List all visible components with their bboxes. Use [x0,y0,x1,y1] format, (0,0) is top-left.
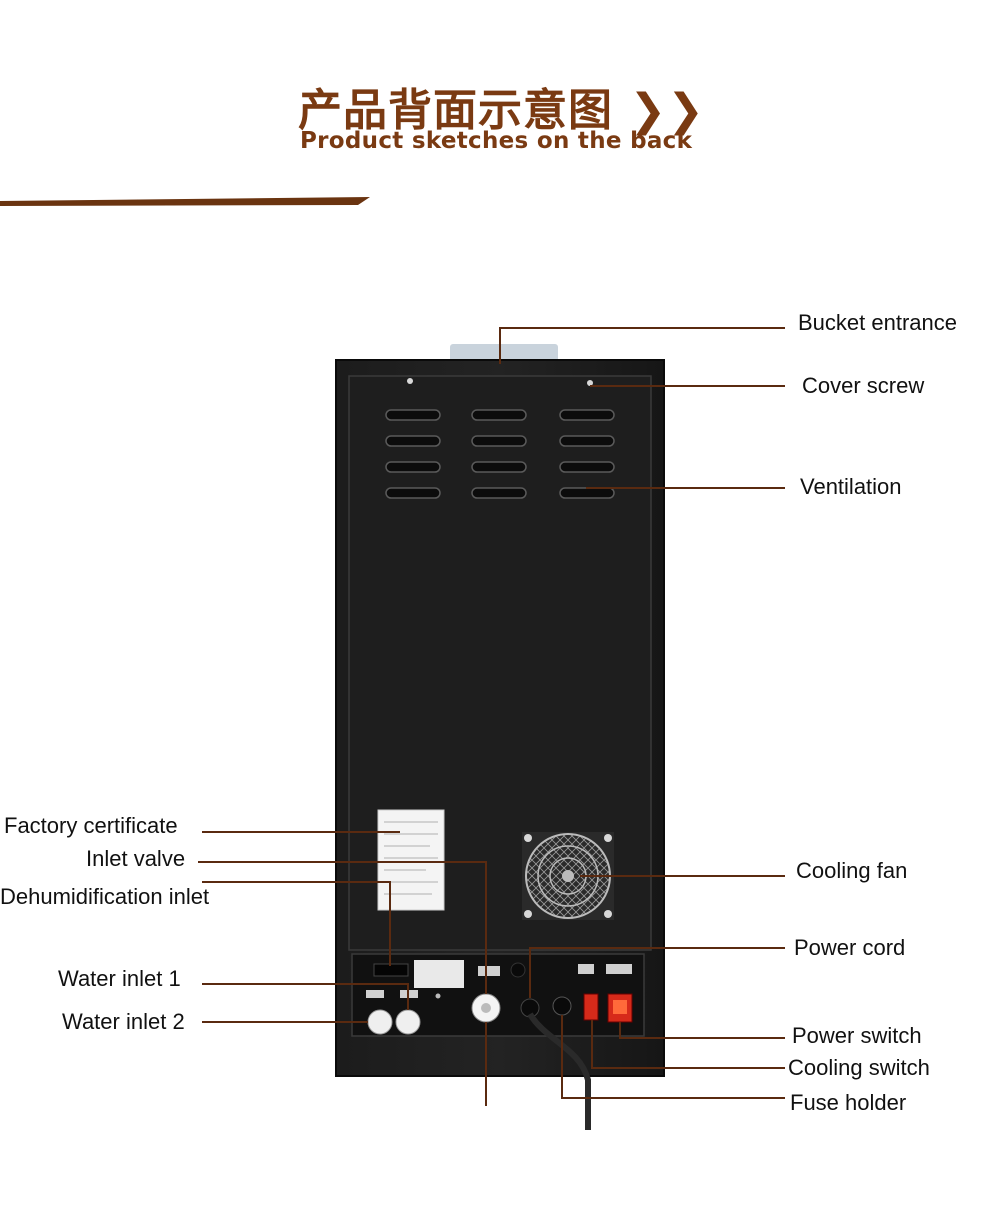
screw [510,962,526,978]
label-power-cord: Power cord [794,935,906,960]
small-label [606,964,632,974]
power-cord-cable [527,1012,591,1130]
label-water-inlet-1: Water inlet 1 [58,966,181,991]
cooling-fan [522,832,614,920]
ventilation-slots [385,409,615,499]
label-inlet-valve: Inlet valve [86,846,186,871]
label-bucket-entrance: Bucket entrance [798,310,957,335]
label-ventilation: Ventilation [800,474,902,499]
screw [435,993,441,999]
title-chinese: 产品背面示意图 ❯❯ [298,85,706,136]
cover-screw [587,380,593,386]
label-factory-certificate: Factory certificate [4,813,178,838]
small-label [478,966,500,976]
factory-certificate-sticker [377,809,445,911]
small-label [578,964,594,974]
label-fuse-holder: Fuse holder [790,1090,907,1115]
label-cooling-switch: Cooling switch [788,1055,930,1080]
cooling-switch [583,993,599,1021]
fuse-holder [552,996,572,1016]
header-divider [0,197,370,206]
water-inlet-1-port [395,1009,421,1035]
label-power-switch: Power switch [792,1023,922,1048]
title-english: Product sketches on the back [300,128,693,154]
cover-screw [407,378,413,384]
leader-lines [198,327,785,1106]
water-inlet-2-port [367,1009,393,1035]
small-label [366,990,384,998]
label-dehumidification-inlet: Dehumidification inlet [0,884,210,909]
label-cover-screw: Cover screw [802,373,925,398]
warning-label [414,960,464,988]
inlet-valve-core [481,1003,491,1013]
label-cooling-fan: Cooling fan [796,858,908,883]
label-water-inlet-2: Water inlet 2 [62,1009,185,1034]
